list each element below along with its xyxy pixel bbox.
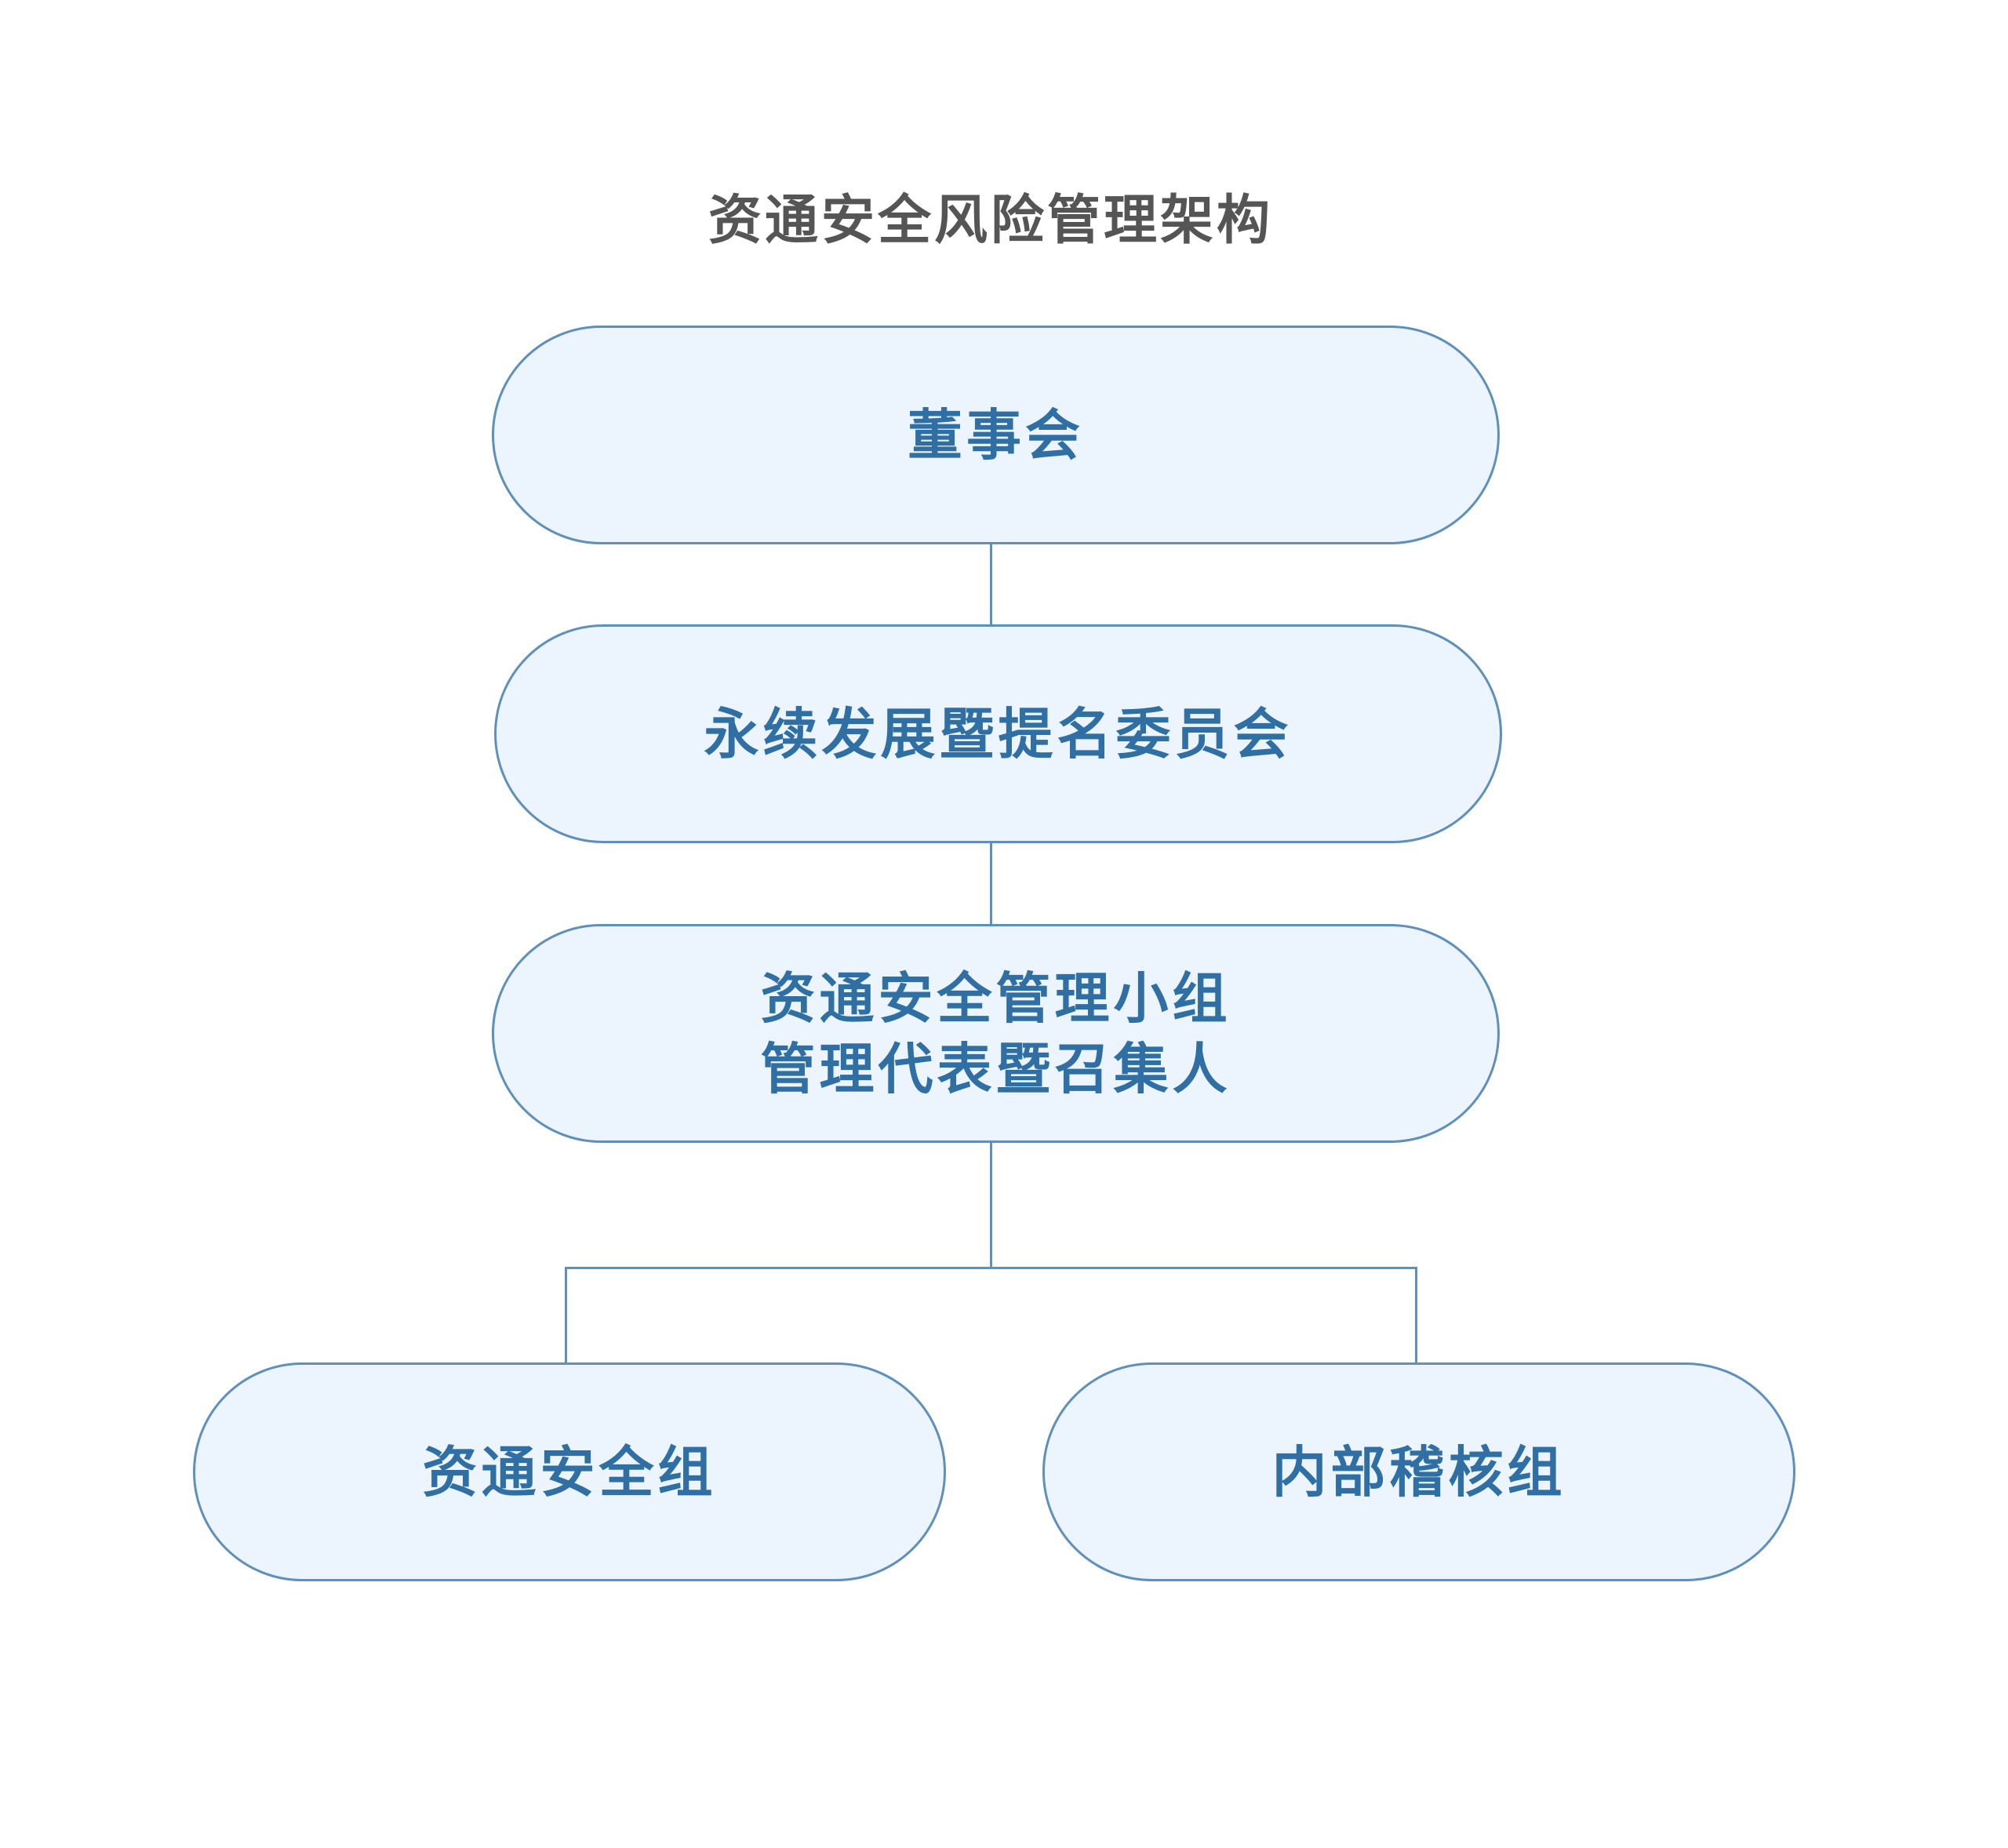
connector-right-child	[1415, 1267, 1417, 1362]
node-committee-label: 永续发展暨提名委员会	[704, 701, 1293, 766]
connector-team-branch	[990, 1143, 992, 1268]
node-board: 董事会	[492, 326, 1500, 544]
connector-committee-team	[990, 843, 992, 924]
node-committee: 永续发展暨提名委员会	[494, 624, 1502, 843]
connector-left-child	[565, 1267, 567, 1362]
connector-board-committee	[990, 544, 992, 624]
node-audit-group: 内部稽核组	[1042, 1362, 1795, 1581]
node-security-group-label: 资通安全组	[422, 1439, 717, 1504]
diagram-title: 资通安全风险管理架构	[708, 190, 1273, 252]
node-team-line1: 资通安全管理小组	[760, 966, 1231, 1031]
node-security-group: 资通安全组	[193, 1362, 946, 1581]
node-board-label: 董事会	[908, 402, 1084, 467]
node-team-line2: 管理代表暨召集人	[760, 1036, 1231, 1101]
node-audit-group-label: 内部稽核组	[1271, 1439, 1566, 1504]
connector-horizontal	[565, 1267, 1417, 1269]
node-management-team: 资通安全管理小组 管理代表暨召集人	[492, 924, 1500, 1143]
